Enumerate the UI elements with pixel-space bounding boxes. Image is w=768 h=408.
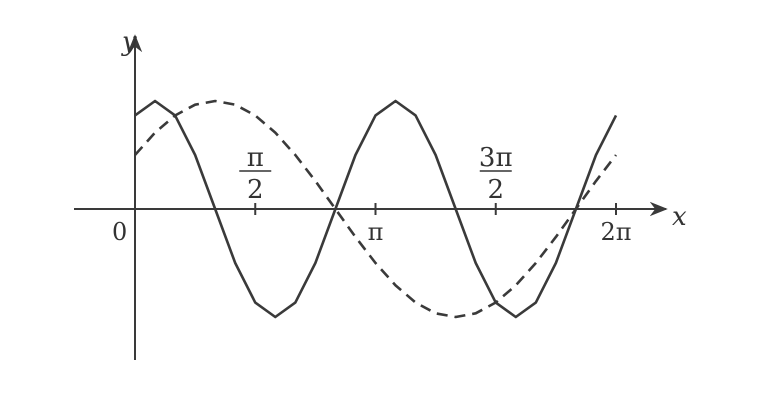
x-tick-label-numerator: 3π [479,143,513,173]
x-tick-label: π [368,218,384,246]
curve-point [314,180,316,182]
curve-point [254,114,256,116]
x-tick-label-numerator: π [247,143,264,173]
x-tick-label: 2π [600,218,631,246]
y-axis-label: y [121,27,137,57]
x-tick-label-denominator: 2 [247,175,264,205]
origin-label: 0 [112,218,127,246]
curve-line [134,99,618,319]
curve-point [434,312,436,314]
curve-line [134,99,618,319]
curve-point [354,236,356,238]
dashed-curve [134,99,618,319]
x-tick-label-denominator: 2 [487,175,504,205]
solid-curve [134,99,618,319]
curve-point [515,284,517,286]
curves [134,99,618,319]
x-axis-label: x [672,202,687,232]
